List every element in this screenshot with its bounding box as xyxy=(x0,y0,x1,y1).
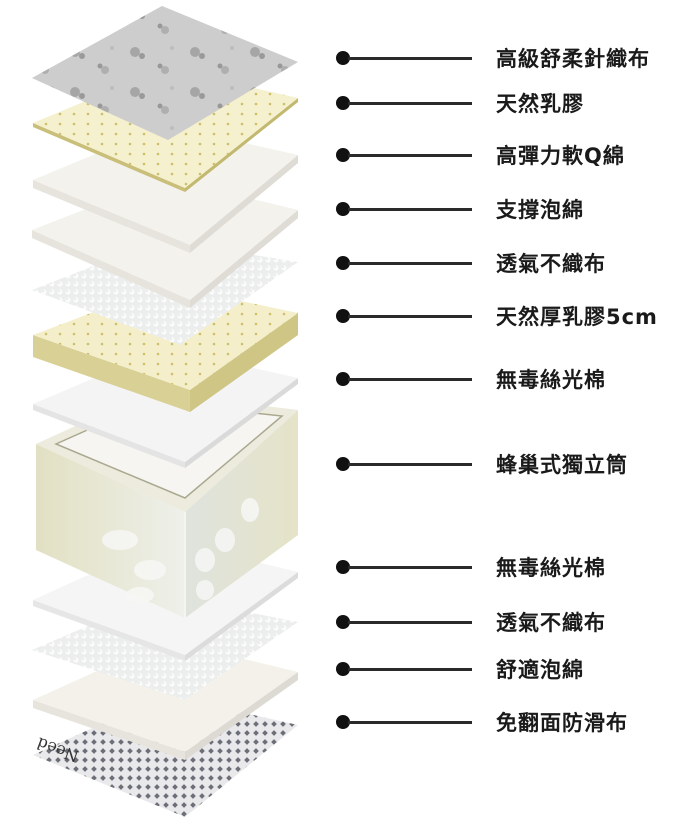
bullet-dot-icon xyxy=(336,457,350,471)
bullet-dot-icon xyxy=(336,309,350,323)
layer-label: 天然厚乳膠5cm xyxy=(496,305,658,329)
bullet-dot-icon xyxy=(336,662,350,676)
leader-line xyxy=(348,667,472,671)
layer-label: 舒適泡綿 xyxy=(496,658,584,682)
label-row: 蜂巢式獨立筒 xyxy=(336,449,628,479)
mattress-layer-stack: Need xyxy=(32,6,298,817)
bullet-dot-icon xyxy=(336,372,350,386)
layer-label: 高級舒柔針織布 xyxy=(496,47,650,71)
layer-label: 透氣不織布 xyxy=(496,611,606,635)
label-row: 高彈力軟Q綿 xyxy=(336,140,625,170)
leader-line xyxy=(348,565,472,569)
label-row: 支撐泡綿 xyxy=(336,194,584,224)
leader-line xyxy=(348,314,472,318)
bullet-dot-icon xyxy=(336,615,350,629)
layer-label: 免翻面防滑布 xyxy=(496,711,628,735)
bullet-dot-icon xyxy=(336,148,350,162)
layer-label: 無毒絲光棉 xyxy=(496,368,606,392)
layer-label: 高彈力軟Q綿 xyxy=(496,144,625,168)
label-row: 舒適泡綿 xyxy=(336,654,584,684)
leader-line xyxy=(348,377,472,381)
layer-label: 蜂巢式獨立筒 xyxy=(496,453,628,477)
leader-line xyxy=(348,261,472,265)
bullet-dot-icon xyxy=(336,51,350,65)
label-row: 天然乳膠 xyxy=(336,88,584,118)
label-row: 透氣不織布 xyxy=(336,248,606,278)
leader-line xyxy=(348,620,472,624)
label-row: 透氣不織布 xyxy=(336,607,606,637)
layer-label: 天然乳膠 xyxy=(496,92,584,116)
label-row: 無毒絲光棉 xyxy=(336,552,606,582)
label-row: 高級舒柔針織布 xyxy=(336,43,650,73)
label-row: 無毒絲光棉 xyxy=(336,364,606,394)
label-row: 天然厚乳膠5cm xyxy=(336,301,658,331)
bullet-dot-icon xyxy=(336,560,350,574)
layer-label: 無毒絲光棉 xyxy=(496,556,606,580)
bullet-dot-icon xyxy=(336,715,350,729)
label-row: 免翻面防滑布 xyxy=(336,707,628,737)
leader-line xyxy=(348,207,472,211)
bullet-dot-icon xyxy=(336,202,350,216)
layer-knit-fabric xyxy=(32,6,298,140)
bullet-dot-icon xyxy=(336,256,350,270)
layer-comfort-foam xyxy=(33,640,298,760)
leader-line xyxy=(348,720,472,724)
leader-line xyxy=(348,101,472,105)
bullet-dot-icon xyxy=(336,96,350,110)
layer-label: 支撐泡綿 xyxy=(496,198,584,222)
leader-line xyxy=(348,462,472,466)
layer-label: 透氣不織布 xyxy=(496,252,606,276)
leader-line xyxy=(348,153,472,157)
leader-line xyxy=(348,56,472,60)
